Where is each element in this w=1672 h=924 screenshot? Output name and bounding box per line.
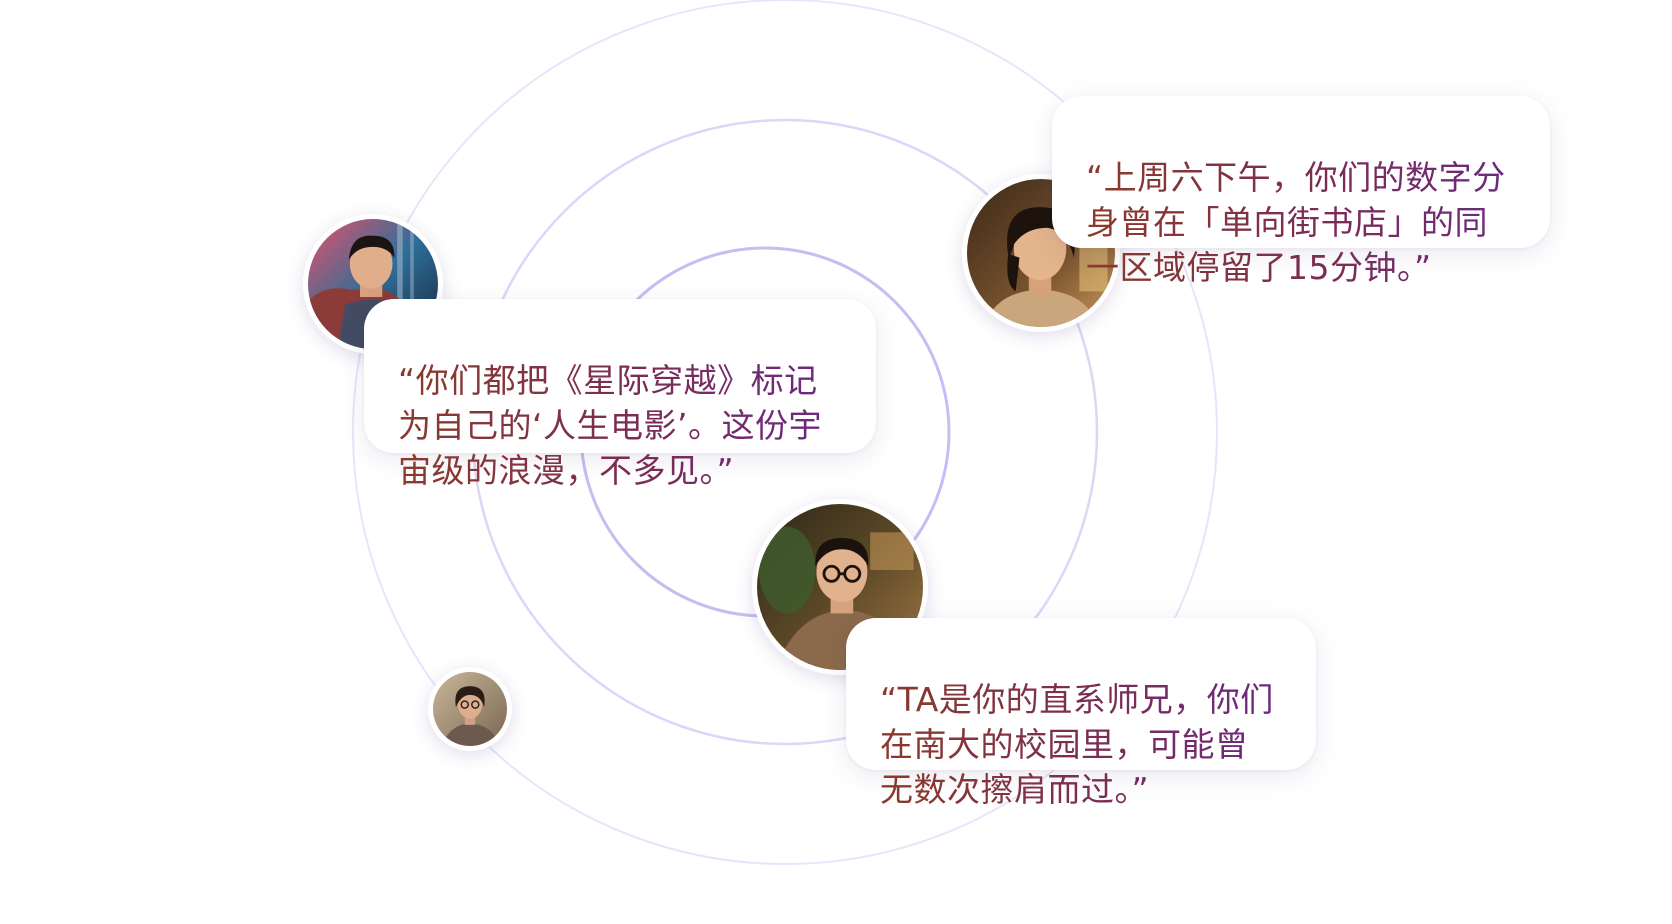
quote-bubble-bookstore: “上周六下午，你们的数字分 身曾在「单向街书店」的同 一区域停留了15分钟。” <box>1052 96 1550 287</box>
avatar-woman-glasses[interactable] <box>428 667 512 751</box>
quote-text-interstellar: “你们都把《星际穿越》标记 为自己的‘人生电影’。这份宇 宙级的浪漫，不多见。” <box>398 358 846 493</box>
quote-text-bookstore: “上周六下午，你们的数字分 身曾在「单向街书店」的同 一区域停留了15分钟。” <box>1086 155 1526 290</box>
person-portrait-icon <box>433 672 507 746</box>
outer-ring <box>352 0 1218 865</box>
quote-bubble-interstellar: “你们都把《星际穿越》标记 为自己的‘人生电影’。这份宇 宙级的浪漫，不多见。” <box>364 299 876 490</box>
quote-bubble-senior: “TA是你的直系师兄，你们 在南大的校园里，可能曾 无数次擦肩而过。” <box>846 618 1316 809</box>
quote-text-senior: “TA是你的直系师兄，你们 在南大的校园里，可能曾 无数次擦肩而过。” <box>880 677 1292 812</box>
